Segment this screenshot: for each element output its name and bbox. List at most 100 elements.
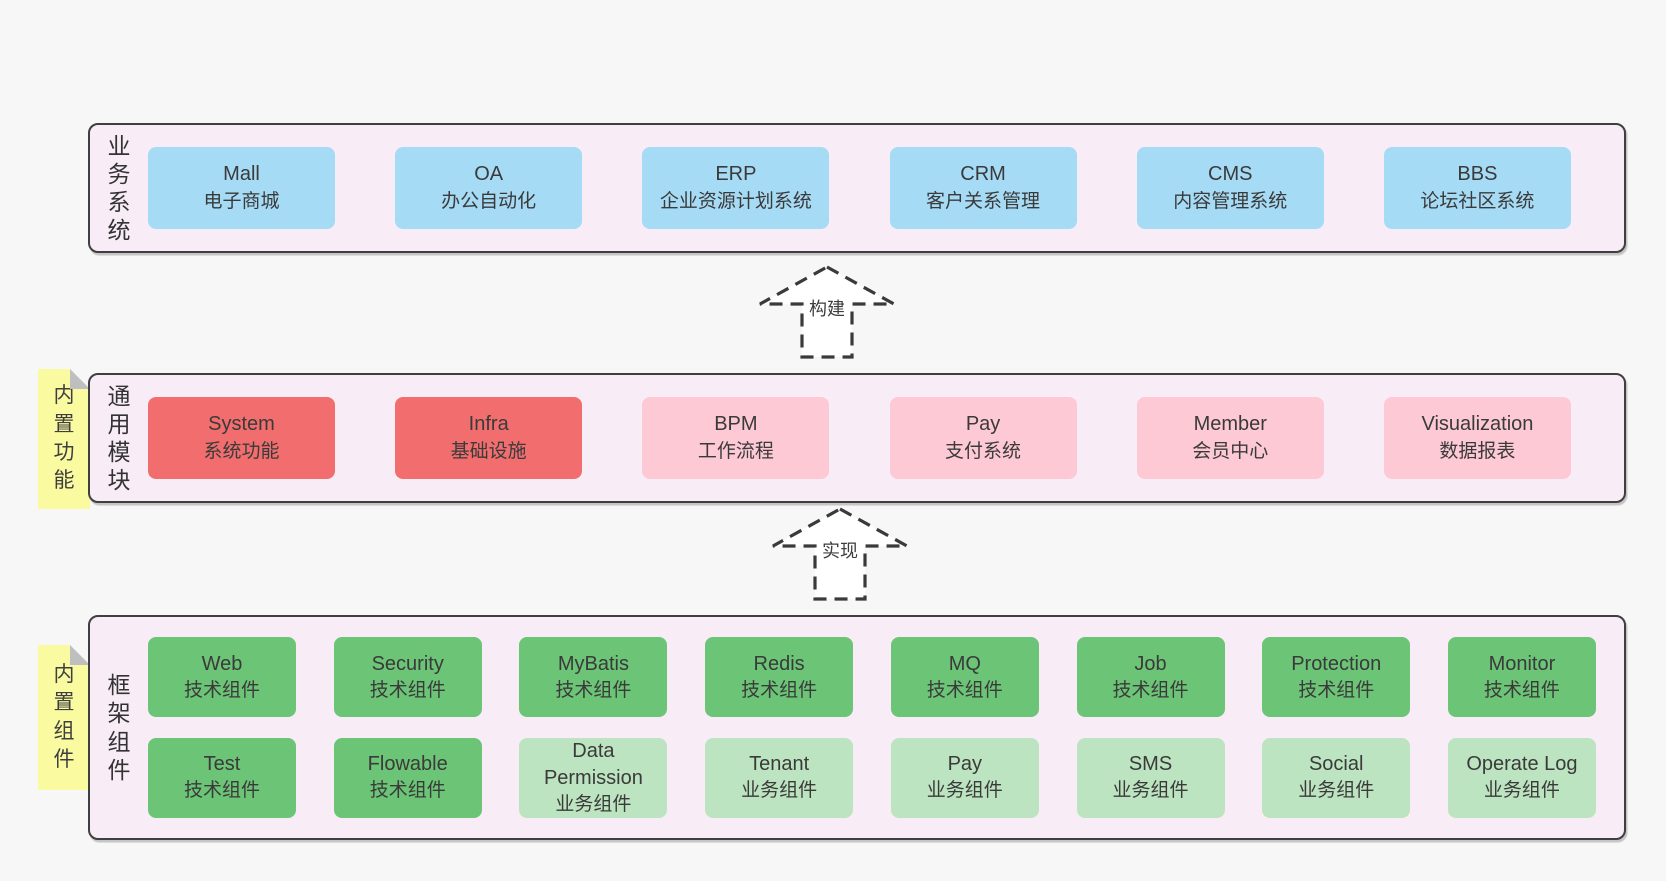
card-title: Job <box>1134 652 1167 675</box>
card-title: Visualization <box>1421 413 1534 436</box>
card-sms: SMS 业务组件 <box>1076 737 1225 818</box>
card-title: Tenant <box>749 753 810 776</box>
card-mq: MQ 技术组件 <box>890 637 1039 718</box>
card-subtitle: 数据报表 <box>1439 440 1516 462</box>
card-subtitle: 技术组件 <box>741 680 818 701</box>
card-crm: CRM 客户关系管理 <box>889 147 1077 229</box>
card-title: SMS <box>1128 753 1173 776</box>
card-subtitle: 电子商城 <box>203 190 280 212</box>
card-subtitle: 技术组件 <box>369 680 446 701</box>
card-subtitle: 办公自动化 <box>441 190 537 212</box>
arrow-label: 构建 <box>805 295 849 321</box>
card-social: Social 业务组件 <box>1262 737 1411 818</box>
card-subtitle: 技术组件 <box>183 780 260 802</box>
card-title: CRM <box>960 163 1006 186</box>
card-subtitle: 系统功能 <box>203 440 280 462</box>
card-cms: CMS 内容管理系统 <box>1136 147 1324 229</box>
card-subtitle: 业务组件 <box>1298 780 1375 802</box>
sticky-note-label: 内置功能 <box>53 384 75 493</box>
card-title: Member <box>1193 413 1267 436</box>
card-subtitle: 业务组件 <box>1112 780 1189 802</box>
panel-title: 框架组件 <box>107 672 131 783</box>
card-subtitle: 内容管理系统 <box>1173 190 1288 212</box>
card-title: Infra <box>468 413 509 436</box>
card-system: System 系统功能 <box>148 397 335 479</box>
card-row: Test 技术组件 Flowable 技术组件 Data Permission … <box>148 737 1596 818</box>
card-rows: Web 技术组件 Security 技术组件 MyBatis 技术组件 Redi… <box>148 617 1624 838</box>
card-redis: Redis 技术组件 <box>705 637 854 718</box>
card-subtitle: 技术组件 <box>555 680 632 701</box>
panel-title: 通用模块 <box>107 382 131 494</box>
card-row: Web 技术组件 Security 技术组件 MyBatis 技术组件 Redi… <box>148 637 1596 718</box>
card-visualization: Visualization 数据报表 <box>1383 397 1571 479</box>
card-title: ERP <box>715 163 757 186</box>
panel-framework-components: 框架组件 Web 技术组件 Security 技术组件 MyBatis 技术组件… <box>88 615 1626 840</box>
panel-title: 业务系统 <box>107 132 131 244</box>
card-erp: ERP 企业资源计划系统 <box>642 147 830 229</box>
card-title: Monitor <box>1488 652 1556 675</box>
card-subtitle: 会员中心 <box>1192 440 1269 462</box>
panel-business-systems: 业务系统 Mall 电子商城 OA 办公自动化 ERP 企业资源计划系统 CRM… <box>88 123 1626 253</box>
card-test: Test 技术组件 <box>148 737 296 818</box>
card-title: OA <box>474 163 504 186</box>
folded-corner-icon <box>70 369 90 389</box>
card-mall: Mall 电子商城 <box>148 147 335 229</box>
card-title: Mall <box>223 163 260 186</box>
card-job: Job 技术组件 <box>1076 637 1225 718</box>
card-bpm: BPM 工作流程 <box>642 397 830 479</box>
card-title: System <box>208 413 275 436</box>
card-title: Data Permission <box>543 739 643 789</box>
folded-corner-icon <box>70 645 90 665</box>
card-pay-system: Pay 支付系统 <box>889 397 1077 479</box>
card-title: Redis <box>753 652 805 675</box>
card-title: Security <box>371 652 444 675</box>
card-oa: OA 办公自动化 <box>395 147 583 229</box>
card-subtitle: 技术组件 <box>1112 680 1189 701</box>
card-subtitle: 支付系统 <box>945 440 1022 462</box>
panel-common-modules: 通用模块 System 系统功能 Infra 基础设施 BPM 工作流程 Pay… <box>88 373 1626 503</box>
card-protection: Protection 技术组件 <box>1262 637 1411 718</box>
arrow-implement: 实现 <box>770 506 910 602</box>
card-subtitle: 技术组件 <box>1483 680 1560 701</box>
card-title: Web <box>201 652 243 675</box>
card-subtitle: 业务组件 <box>1483 780 1560 802</box>
card-title: Social <box>1308 753 1364 776</box>
sticky-note-built-in-components: 内置组件 <box>38 645 90 790</box>
card-title: MyBatis <box>557 652 629 675</box>
card-subtitle: 论坛社区系统 <box>1420 190 1535 212</box>
card-bbs: BBS 论坛社区系统 <box>1383 147 1571 229</box>
card-row: Mall 电子商城 OA 办公自动化 ERP 企业资源计划系统 CRM 客户关系… <box>148 125 1624 251</box>
card-title: CMS <box>1208 163 1253 186</box>
card-subtitle: 技术组件 <box>1298 680 1375 701</box>
card-title: Pay <box>965 413 1001 436</box>
card-title: BBS <box>1457 163 1498 186</box>
card-tenant: Tenant 业务组件 <box>705 737 854 818</box>
card-title: Test <box>203 753 241 776</box>
card-subtitle: 业务组件 <box>555 793 632 815</box>
card-subtitle: 基础设施 <box>450 440 527 462</box>
card-member: Member 会员中心 <box>1136 397 1324 479</box>
card-subtitle: 工作流程 <box>697 440 774 462</box>
card-title: BPM <box>714 413 758 436</box>
sticky-note-label: 内置组件 <box>53 662 75 771</box>
card-title: Protection <box>1291 652 1382 675</box>
card-subtitle: 业务组件 <box>741 780 818 802</box>
card-title: MQ <box>948 652 981 675</box>
card-title: Operate Log <box>1466 753 1578 776</box>
card-security: Security 技术组件 <box>333 637 482 718</box>
card-mybatis: MyBatis 技术组件 <box>519 637 668 718</box>
card-data-permission: Data Permission 业务组件 <box>519 737 668 818</box>
card-operate-log: Operate Log 业务组件 <box>1447 737 1596 818</box>
arrow-label: 实现 <box>818 537 862 563</box>
card-subtitle: 客户关系管理 <box>926 190 1041 212</box>
card-monitor: Monitor 技术组件 <box>1447 637 1596 718</box>
arrow-build: 构建 <box>757 264 897 360</box>
card-subtitle: 技术组件 <box>369 780 446 802</box>
card-row: System 系统功能 Infra 基础设施 BPM 工作流程 Pay 支付系统… <box>148 375 1624 501</box>
card-title: Flowable <box>367 753 448 776</box>
card-infra: Infra 基础设施 <box>395 397 583 479</box>
sticky-note-built-in-features: 内置功能 <box>38 369 90 509</box>
card-title: Pay <box>947 753 983 776</box>
card-subtitle: 业务组件 <box>926 780 1003 802</box>
card-pay-component: Pay 业务组件 <box>890 737 1039 818</box>
